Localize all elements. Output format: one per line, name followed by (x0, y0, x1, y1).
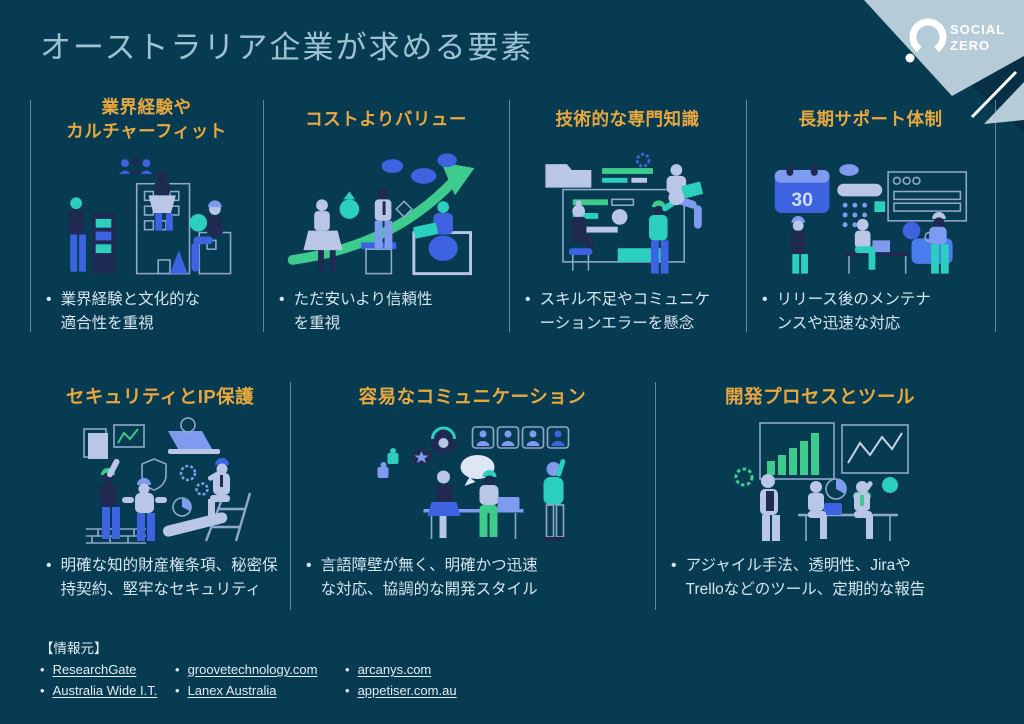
corner-accent-line (970, 70, 1018, 119)
bullet-dot: • (175, 662, 180, 677)
bullet-item: • アジャイル手法、透明性、Jiraや Trelloなどのツール、定期的な報告 (655, 554, 985, 602)
card-heading: セキュリティとIP保護 (65, 386, 255, 407)
column-divider (746, 100, 747, 332)
bullet-dot: • (40, 682, 45, 698)
card-security-ip: セキュリティとIP保護 (30, 378, 290, 602)
gear-icon (195, 482, 209, 496)
logo-text-line1: SOCIAL (950, 22, 1005, 37)
source-link[interactable]: arcanys.com (357, 662, 432, 677)
page-title: オーストラリア企業が求める要素 (40, 30, 534, 65)
column-divider (655, 382, 656, 610)
logo-dot-icon (905, 53, 915, 63)
bullet-text: 言語障壁が無く、明確かつ迅速 な対応、協調的な開発スタイル (320, 557, 538, 599)
bar-chart-icon (759, 422, 835, 480)
industry-experience-illustration (39, 148, 254, 280)
bullet-item: • ただ安いより信頼性 を重視 (263, 288, 509, 336)
gear-icon (734, 467, 754, 487)
column-divider (263, 100, 264, 332)
source-item: • groovetechnology.com (175, 662, 345, 679)
column-divider (995, 100, 996, 332)
card-easy-communication: 容易なコミュニケーション (290, 378, 655, 602)
source-item: • Australia Wide I.T. (40, 683, 175, 700)
shield-icon (141, 458, 167, 491)
sources-footer: 【情報元】 • ResearchGate • Australia Wide I.… (40, 637, 457, 700)
corner-light-flag (864, 0, 1024, 96)
bullet-dot: • (671, 557, 677, 574)
line-chart-icon (841, 424, 909, 474)
lightbulb-icon (882, 477, 898, 493)
sources-column: • ResearchGate • Australia Wide I.T. (40, 662, 175, 700)
coin-icon (180, 417, 196, 433)
features-row-1: 業界経験や カルチャーフィット (30, 92, 995, 336)
code-window-illustration (520, 148, 735, 280)
bullet-dot: • (762, 291, 768, 308)
bullet-dot: • (345, 662, 350, 677)
gear-icon (179, 464, 197, 482)
card-industry-experience: 業界経験や カルチャーフィット (30, 92, 263, 336)
calendar-day-label: 30 (791, 189, 813, 211)
bullet-item: • 明確な知的財産権条項、秘密保 持契約、堅牢なセキュリティ (30, 554, 290, 602)
bullet-item: • 言語障壁が無く、明確かつ迅速 な対応、協調的な開発スタイル (290, 554, 655, 602)
card-heading: 技術的な専門知識 (555, 109, 700, 130)
source-item: • appetiser.com.au (345, 683, 457, 700)
growth-arrow-illustration (279, 148, 494, 280)
card-heading: 長期サポート体制 (798, 109, 943, 130)
card-dev-process-tools: 開発プロセスとツール (655, 378, 985, 602)
sources-column: • arcanys.com • appetiser.com.au (345, 662, 457, 700)
column-divider (509, 100, 510, 332)
bullet-text: 業界経験と文化的な 適合性を重視 (60, 291, 201, 333)
source-link[interactable]: Lanex Australia (187, 682, 277, 698)
bullet-dot: • (175, 682, 180, 698)
process-charts-illustration (710, 414, 930, 546)
bullet-item: • スキル不足やコミュニケ ーションエラーを懸念 (509, 288, 746, 336)
bullet-text: ただ安いより信頼性 を重視 (293, 291, 433, 333)
communication-illustration (355, 414, 590, 546)
corner-light-tip (984, 82, 1024, 124)
card-heading: 容易なコミュニケーション (358, 386, 587, 407)
sources-columns: • ResearchGate • Australia Wide I.T. • g… (40, 662, 457, 700)
card-heading: 業界経験や カルチャーフィット (66, 97, 227, 141)
bullet-dot: • (46, 291, 52, 308)
team-icon (119, 156, 153, 174)
video-call-tiles (471, 426, 570, 449)
bullet-dot: • (40, 662, 45, 677)
card-heading: 開発プロセスとツール (724, 386, 915, 407)
bullet-dot: • (345, 682, 350, 698)
bullet-dot: • (279, 291, 285, 308)
bullet-text: アジャイル手法、透明性、Jiraや Trelloなどのツール、定期的な報告 (685, 557, 926, 599)
source-link[interactable]: ResearchGate (52, 662, 137, 677)
features-row-2: セキュリティとIP保護 (30, 378, 985, 602)
source-link[interactable]: appetiser.com.au (357, 682, 457, 698)
card-value-over-cost: コストよりバリュー • ただ安 (263, 92, 509, 336)
sources-column: • groovetechnology.com • Lanex Australia (175, 662, 345, 700)
puzzle-icon (387, 453, 399, 464)
logo-text-line2: ZERO (950, 38, 990, 53)
card-long-term-support: 長期サポート体制 30 (746, 92, 995, 336)
source-item: • ResearchGate (40, 662, 175, 679)
source-link[interactable]: groovetechnology.com (187, 662, 318, 677)
card-technical-expertise: 技術的な専門知識 (509, 92, 746, 336)
gear-icon (635, 152, 651, 168)
bullet-dot: • (525, 291, 531, 308)
support-desk-illustration: 30 (763, 148, 978, 280)
source-item: • arcanys.com (345, 662, 457, 679)
column-divider (290, 382, 291, 610)
bullet-dot: • (46, 557, 52, 574)
source-item: • Lanex Australia (175, 683, 345, 700)
corner-decoration: SOCIAL ZERO (864, 0, 1024, 132)
bullet-item: • リリース後のメンテナ ンスや迅速な対応 (746, 288, 995, 336)
card-heading: コストよりバリュー (305, 109, 467, 130)
bullet-text: 明確な知的財産権条項、秘密保 持契約、堅牢なセキュリティ (60, 557, 278, 599)
security-illustration (50, 414, 270, 546)
star-icon (414, 451, 429, 463)
source-link[interactable]: Australia Wide I.T. (52, 682, 158, 698)
bullet-text: リリース後のメンテナ ンスや迅速な対応 (776, 291, 931, 333)
bullet-text: スキル不足やコミュニケ ーションエラーを懸念 (539, 291, 711, 333)
column-divider (30, 100, 31, 332)
bullet-dot: • (306, 557, 312, 574)
bullet-item: • 業界経験と文化的な 適合性を重視 (30, 288, 263, 336)
sources-label: 【情報元】 (40, 641, 108, 656)
